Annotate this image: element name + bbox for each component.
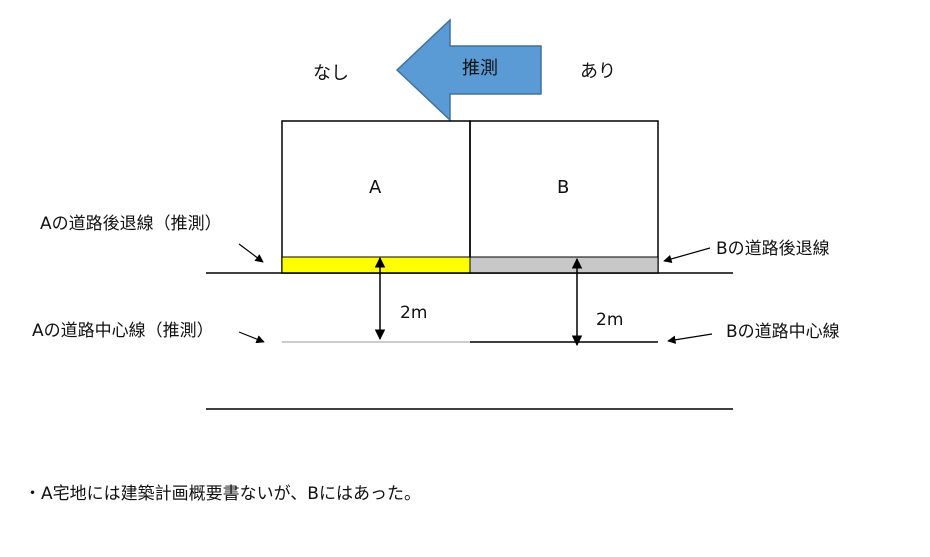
leader-b-center <box>667 333 713 344</box>
b-setback-label: Bの道路後退線 <box>716 239 830 259</box>
guess-arrow <box>395 18 542 122</box>
lot-b-label: B <box>557 177 570 198</box>
arrow-label: 推測 <box>462 58 498 79</box>
leader-b-setback <box>663 247 711 263</box>
distance-label-a: 2m <box>400 303 428 323</box>
label-exists: あり <box>580 61 616 82</box>
leader-a-center <box>238 331 265 344</box>
lot-a-label: A <box>369 177 382 198</box>
b-center-label: Bの道路中心線 <box>726 322 840 342</box>
lot-a-setback-strip <box>281 256 471 274</box>
note-text: ・A宅地には建築計画概要書ないが、Bにはあった。 <box>24 484 421 504</box>
distance-label-b: 2m <box>596 310 624 330</box>
a-center-label: Aの道路中心線（推測） <box>32 321 214 341</box>
leader-a-setback <box>238 243 264 263</box>
a-setback-label: Aの道路後退線（推測） <box>40 214 222 234</box>
label-none: なし <box>313 63 349 84</box>
lot-b-setback-strip <box>469 256 659 274</box>
